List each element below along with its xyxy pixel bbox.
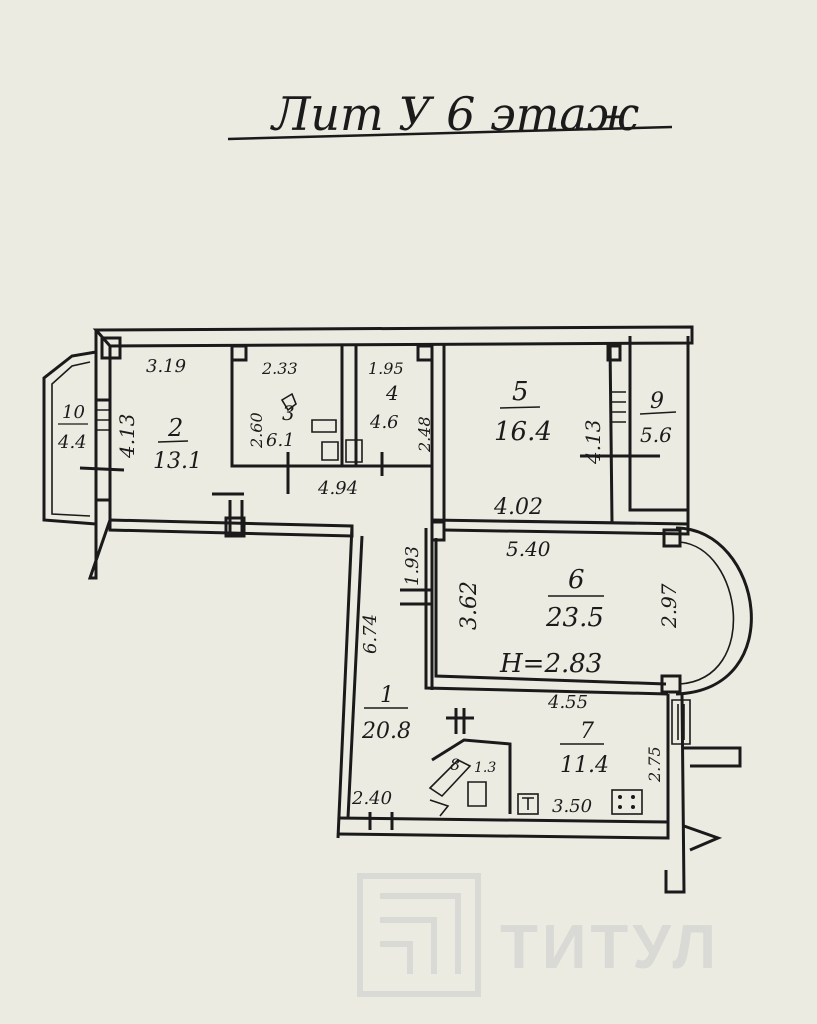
dim-4-02: 4.02: [493, 495, 543, 520]
dim-3-50: 3.50: [552, 796, 592, 817]
room-6-area: 23.5: [545, 603, 604, 633]
dim-2-40: 2.40: [351, 788, 392, 809]
room-9-number: 9: [650, 389, 664, 414]
dim-2-48: 2.48: [415, 416, 434, 453]
room-1-area: 20.8: [361, 719, 411, 744]
dim-2-97: 2.97: [657, 583, 681, 629]
room-10-area: 4.4: [57, 432, 87, 453]
room-8-number: 8: [450, 755, 460, 774]
room-2-area: 13.1: [153, 449, 202, 474]
watermark: ТИТУЛ: [357, 873, 720, 997]
dim-5-40: 5.40: [506, 537, 551, 561]
dim-3-19: 3.19: [146, 356, 186, 377]
room-5-number: 5: [512, 377, 529, 407]
room-7-area: 11.4: [560, 753, 609, 778]
dim-3-62: 3.62: [457, 581, 482, 630]
room-4-number: 4: [385, 381, 399, 405]
room-3-number: 3: [282, 401, 295, 425]
watermark-logo-icon: [357, 873, 481, 997]
room-5-area: 16.4: [494, 417, 552, 447]
room-4-area: 4.6: [369, 412, 399, 433]
watermark-text: ТИТУЛ: [500, 913, 720, 982]
dim-4-94: 4.94: [317, 478, 358, 499]
walls: [42, 325, 753, 894]
dimension-labels: 3.19 2.33 1.95 2.60 2.48 4.13 4.13 4.94 …: [115, 356, 681, 817]
dim-6-74: 6.74: [360, 614, 381, 654]
dim-2-75: 2.75: [645, 746, 664, 783]
dim-1-93: 1.93: [402, 546, 423, 586]
dim-2-33: 2.33: [261, 359, 298, 378]
room-10-number: 10: [62, 402, 85, 423]
ceiling-height: H=2.83: [499, 649, 602, 679]
room-7-number: 7: [580, 719, 594, 744]
room-2-number: 2: [167, 414, 183, 442]
dim-4-13-right: 4.13: [581, 419, 605, 465]
dim-2-60: 2.60: [247, 412, 266, 449]
room-9-area: 5.6: [640, 423, 672, 447]
dim-4-55: 4.55: [547, 692, 588, 713]
room-6-number: 6: [568, 565, 585, 595]
room-3-area: 6.1: [266, 430, 295, 451]
title-underline: [227, 125, 673, 141]
room-1-number: 1: [380, 683, 394, 708]
dim-1-95: 1.95: [368, 359, 404, 378]
room-labels: 2 13.1 3 6.1 4 4.6 5 16.4 9 5.6 10 4.4 6…: [57, 377, 677, 778]
dim-4-13-left: 4.13: [115, 413, 139, 459]
room-8-area: 1.3: [474, 760, 496, 776]
